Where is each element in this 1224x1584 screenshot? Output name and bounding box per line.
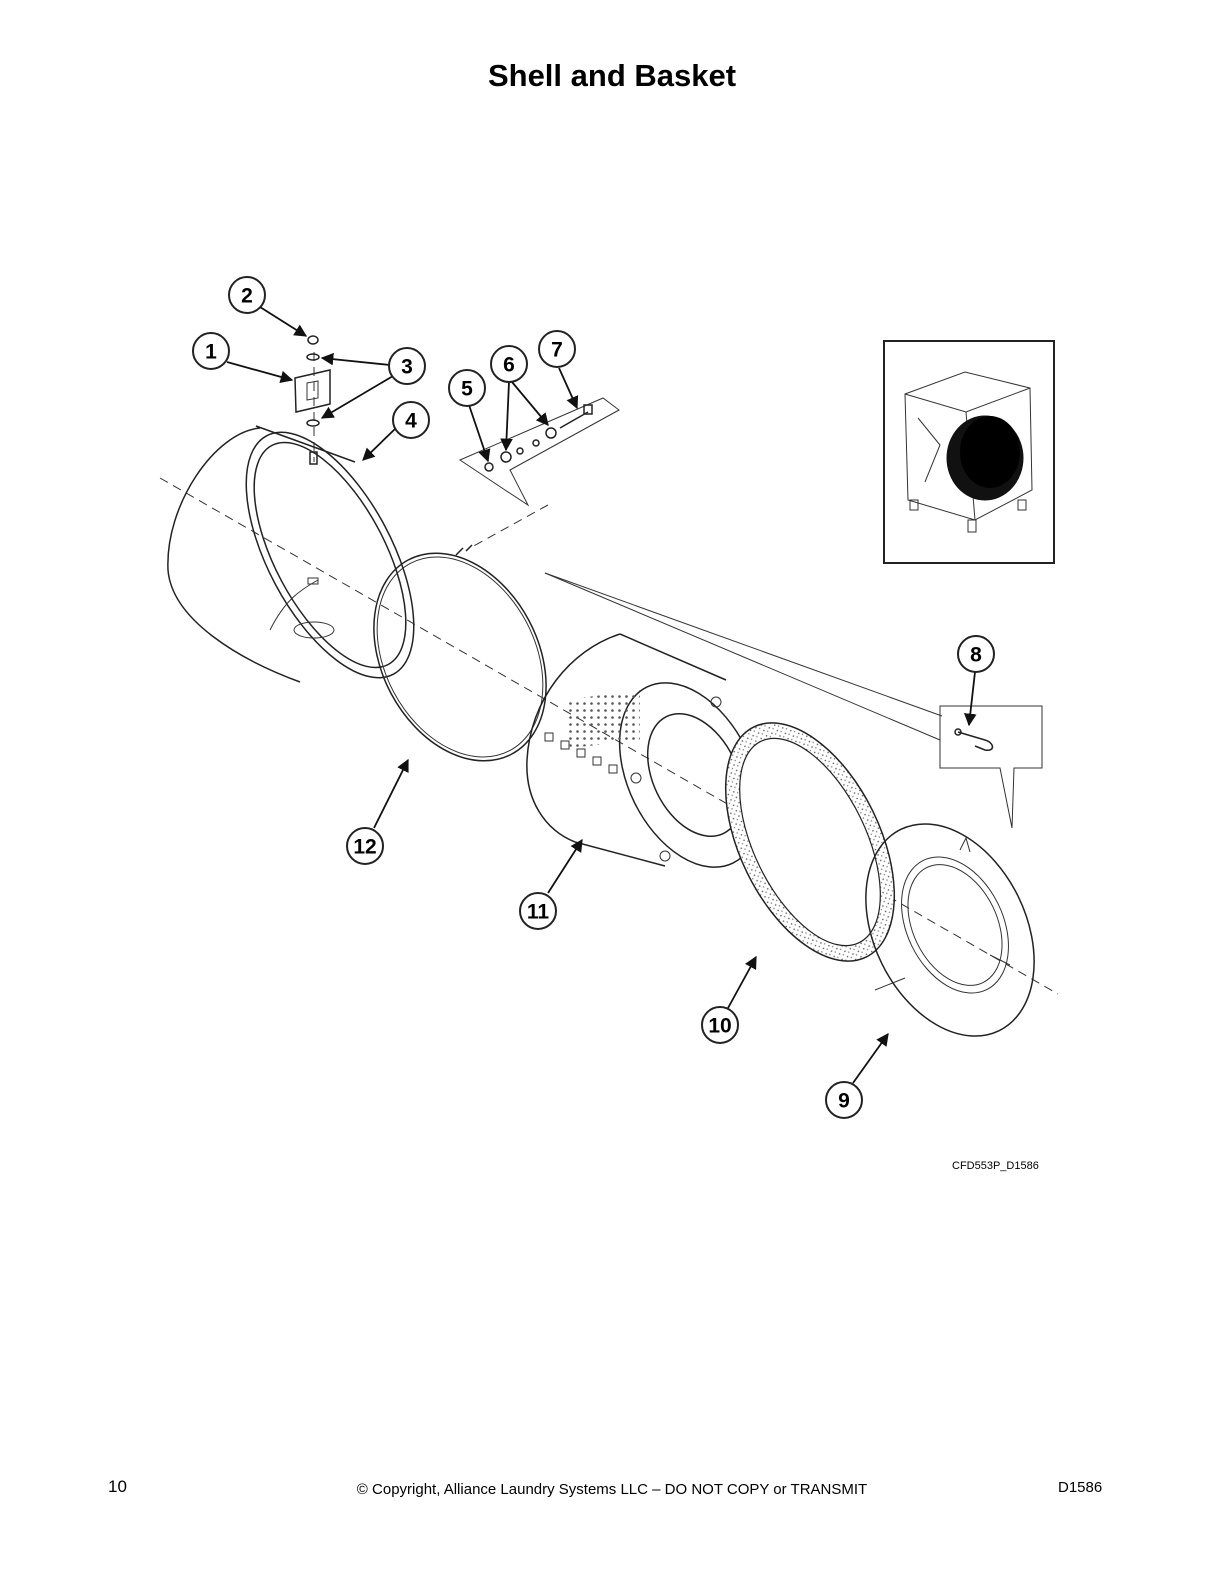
basket bbox=[526, 633, 762, 868]
callout-leaders bbox=[226, 306, 977, 1084]
callout-5: 5 bbox=[448, 369, 486, 407]
callout-2: 2 bbox=[228, 276, 266, 314]
svg-text:4: 4 bbox=[405, 410, 417, 433]
svg-text:11: 11 bbox=[527, 901, 550, 924]
retaining-ring bbox=[373, 552, 547, 762]
svg-text:1: 1 bbox=[205, 341, 217, 364]
document-code: D1586 bbox=[1058, 1479, 1103, 1496]
callout-12: 12 bbox=[346, 827, 384, 865]
svg-text:7: 7 bbox=[551, 339, 563, 362]
callout-11: 11 bbox=[519, 892, 557, 930]
svg-text:8: 8 bbox=[970, 644, 982, 667]
clip-inset bbox=[544, 572, 1043, 829]
copyright-notice: © Copyright, Alliance Laundry Systems LL… bbox=[356, 1481, 868, 1498]
page-title: Shell and Basket bbox=[487, 58, 737, 93]
callout-1: 1 bbox=[192, 332, 230, 370]
callout-10: 10 bbox=[701, 1006, 739, 1044]
callout-6: 6 bbox=[490, 345, 528, 383]
drawing-code: CFD553P_D1586 bbox=[952, 1160, 1039, 1172]
callout-4: 4 bbox=[392, 401, 430, 439]
fastener-axis-line bbox=[469, 504, 549, 549]
bolt-set-inset bbox=[458, 397, 620, 507]
callout-3: 3 bbox=[388, 347, 426, 385]
svg-text:5: 5 bbox=[461, 378, 473, 401]
front-panel bbox=[865, 823, 1035, 1037]
felt-seal bbox=[724, 722, 896, 962]
svg-text:9: 9 bbox=[838, 1090, 850, 1113]
location-thumbnail bbox=[883, 340, 1055, 564]
callout-7: 7 bbox=[538, 330, 576, 368]
svg-text:10: 10 bbox=[708, 1015, 731, 1038]
callout-8: 8 bbox=[957, 635, 995, 673]
svg-text:2: 2 bbox=[241, 285, 253, 308]
svg-text:6: 6 bbox=[503, 354, 515, 377]
shell-drum bbox=[167, 425, 415, 683]
callout-9: 9 bbox=[825, 1081, 863, 1119]
sensor-bracket-assembly bbox=[294, 335, 331, 465]
svg-text:12: 12 bbox=[353, 836, 376, 859]
svg-text:3: 3 bbox=[401, 356, 413, 379]
page-number: 10 bbox=[108, 1477, 127, 1496]
